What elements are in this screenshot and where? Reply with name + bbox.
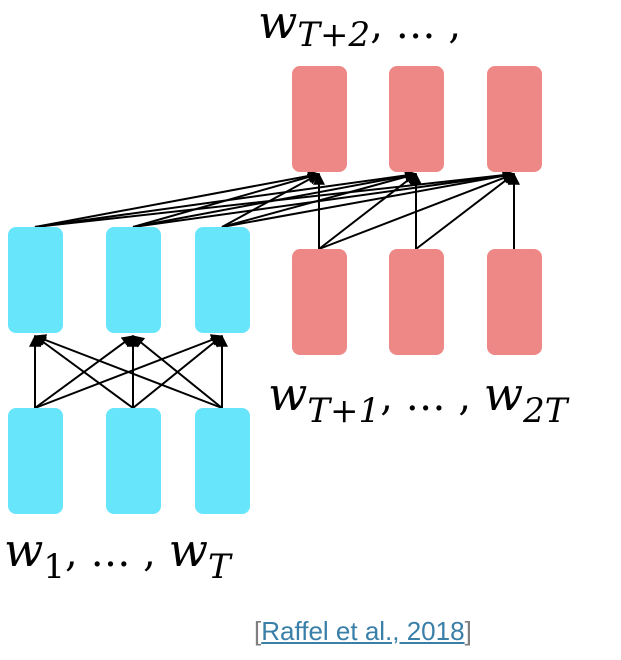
encoder-output-box-3 (195, 227, 250, 333)
cross-arrow-2-2 (132, 170, 418, 228)
decoder-output-label: wT+2, … , (258, 0, 461, 55)
cross-arrow-1-1 (34, 170, 321, 228)
decoder-input-box-1 (292, 249, 347, 355)
encoder-output-box-1 (8, 227, 63, 333)
citation: [Raffel et al., 2018] (254, 616, 472, 647)
decoder-arrow-1-2 (318, 173, 417, 250)
citation-link[interactable]: Raffel et al., 2018 (261, 616, 465, 646)
decoder-arrow-2-3 (415, 173, 515, 250)
encoder-arrow-3-2 (132, 335, 223, 409)
decoder-output-box-1 (292, 66, 347, 172)
cross-arrow-2-3 (132, 169, 516, 228)
encoder-arrow-2-1 (34, 335, 134, 409)
encoder-input-label: w1, … , wT (4, 523, 233, 587)
decoder-output-box-3 (487, 66, 542, 172)
encoder-input-box-2 (106, 408, 161, 514)
encoder-input-box-3 (195, 408, 250, 514)
decoder-input-label: wT+1, … , w2T (268, 367, 570, 431)
encoder-arrow-3-1 (33, 334, 223, 409)
decoder-input-box-3 (487, 249, 542, 355)
encoder-output-box-2 (106, 227, 161, 333)
citation-open-bracket: [ (254, 616, 262, 646)
encoder-input-box-1 (8, 408, 63, 514)
cross-arrow-3-1 (221, 173, 321, 228)
citation-close-bracket: ] (464, 616, 472, 646)
cross-arrow-2-1 (132, 171, 321, 228)
attention-arrows (29, 169, 520, 409)
cross-arrow-3-3 (221, 170, 516, 228)
decoder-input-box-2 (389, 249, 444, 355)
decoder-output-box-2 (389, 66, 444, 172)
